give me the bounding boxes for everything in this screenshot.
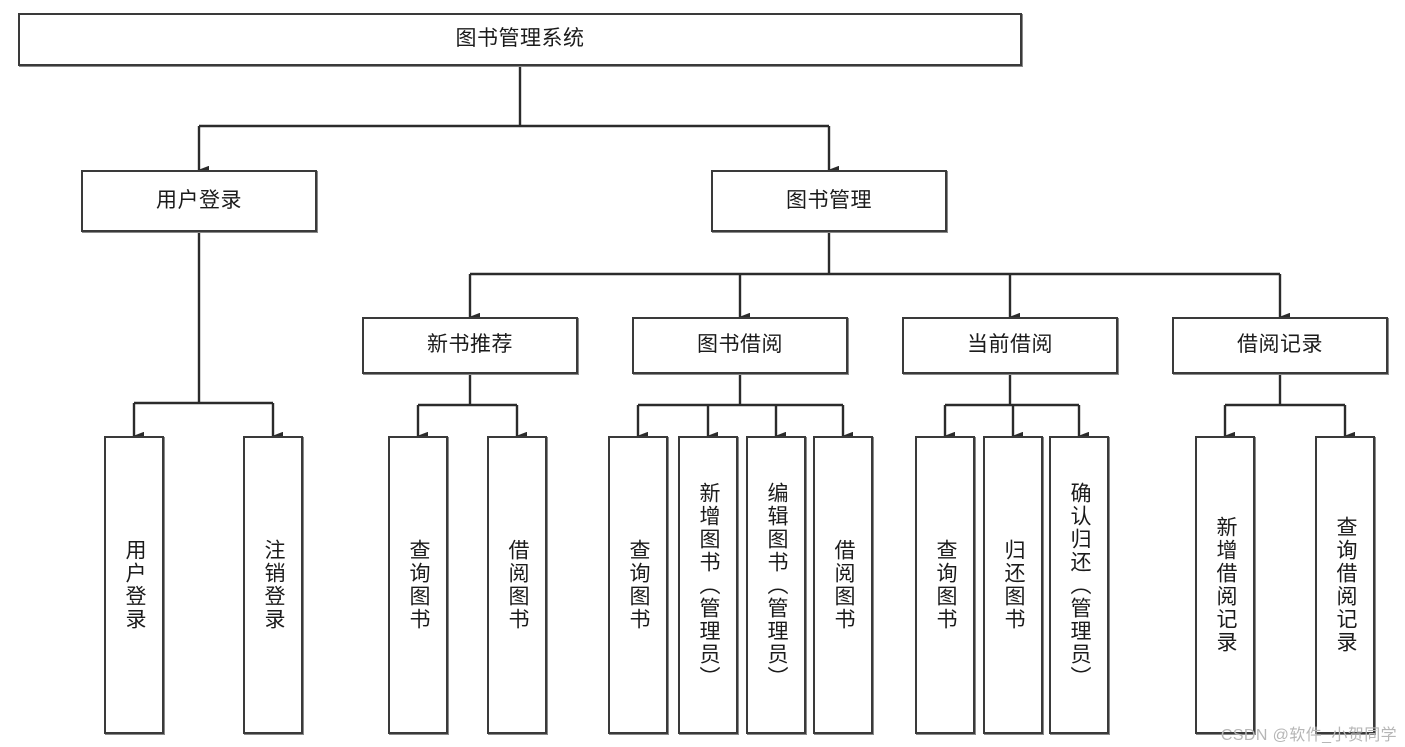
node-label: 借阅图书 xyxy=(506,539,530,631)
node-label: 新增图书（管理员） xyxy=(697,481,721,689)
node-leaf7[interactable]: 编辑图书（管理员） xyxy=(746,436,806,734)
node-label: 确认归还（管理员） xyxy=(1068,481,1092,689)
node-leaf13[interactable]: 查询借阅记录 xyxy=(1315,436,1375,734)
node-l1b[interactable]: 图书管理 xyxy=(711,170,947,232)
node-leaf9[interactable]: 查询图书 xyxy=(915,436,975,734)
node-label: 新书推荐 xyxy=(427,333,513,357)
node-leaf5[interactable]: 查询图书 xyxy=(608,436,668,734)
node-label: 查询图书 xyxy=(934,539,958,631)
node-label: 注销登录 xyxy=(262,539,286,631)
node-leaf6[interactable]: 新增图书（管理员） xyxy=(678,436,738,734)
node-label: 编辑图书（管理员） xyxy=(765,481,789,689)
node-l2d[interactable]: 借阅记录 xyxy=(1172,317,1388,374)
node-l2a[interactable]: 新书推荐 xyxy=(362,317,578,374)
node-l2c[interactable]: 当前借阅 xyxy=(902,317,1118,374)
node-leaf11[interactable]: 确认归还（管理员） xyxy=(1049,436,1109,734)
node-label: 借阅记录 xyxy=(1237,333,1323,357)
node-leaf10[interactable]: 归还图书 xyxy=(983,436,1043,734)
node-leaf2[interactable]: 注销登录 xyxy=(243,436,303,734)
node-label: 查询借阅记录 xyxy=(1334,516,1358,654)
node-leaf4[interactable]: 借阅图书 xyxy=(487,436,547,734)
node-leaf8[interactable]: 借阅图书 xyxy=(813,436,873,734)
watermark-label: CSDN @软件_小贺同学 xyxy=(1220,727,1397,744)
node-label: 查询图书 xyxy=(627,539,651,631)
node-label: 图书管理 xyxy=(786,188,872,212)
node-label: 归还图书 xyxy=(1002,539,1026,631)
node-label: 图书借阅 xyxy=(697,333,783,357)
node-label: 查询图书 xyxy=(407,539,431,631)
node-root[interactable]: 图书管理系统 xyxy=(18,13,1022,66)
node-label: 用户登录 xyxy=(156,188,242,212)
node-leaf12[interactable]: 新增借阅记录 xyxy=(1195,436,1255,734)
connector-lines xyxy=(132,66,1355,441)
node-label: 图书管理系统 xyxy=(455,27,585,51)
node-l1a[interactable]: 用户登录 xyxy=(81,170,317,232)
node-leaf1[interactable]: 用户登录 xyxy=(104,436,164,734)
node-label: 当前借阅 xyxy=(967,333,1053,357)
node-label: 用户登录 xyxy=(123,539,147,631)
node-l2b[interactable]: 图书借阅 xyxy=(632,317,848,374)
node-label: 借阅图书 xyxy=(832,539,856,631)
node-label: 新增借阅记录 xyxy=(1214,516,1238,654)
node-leaf3[interactable]: 查询图书 xyxy=(388,436,448,734)
